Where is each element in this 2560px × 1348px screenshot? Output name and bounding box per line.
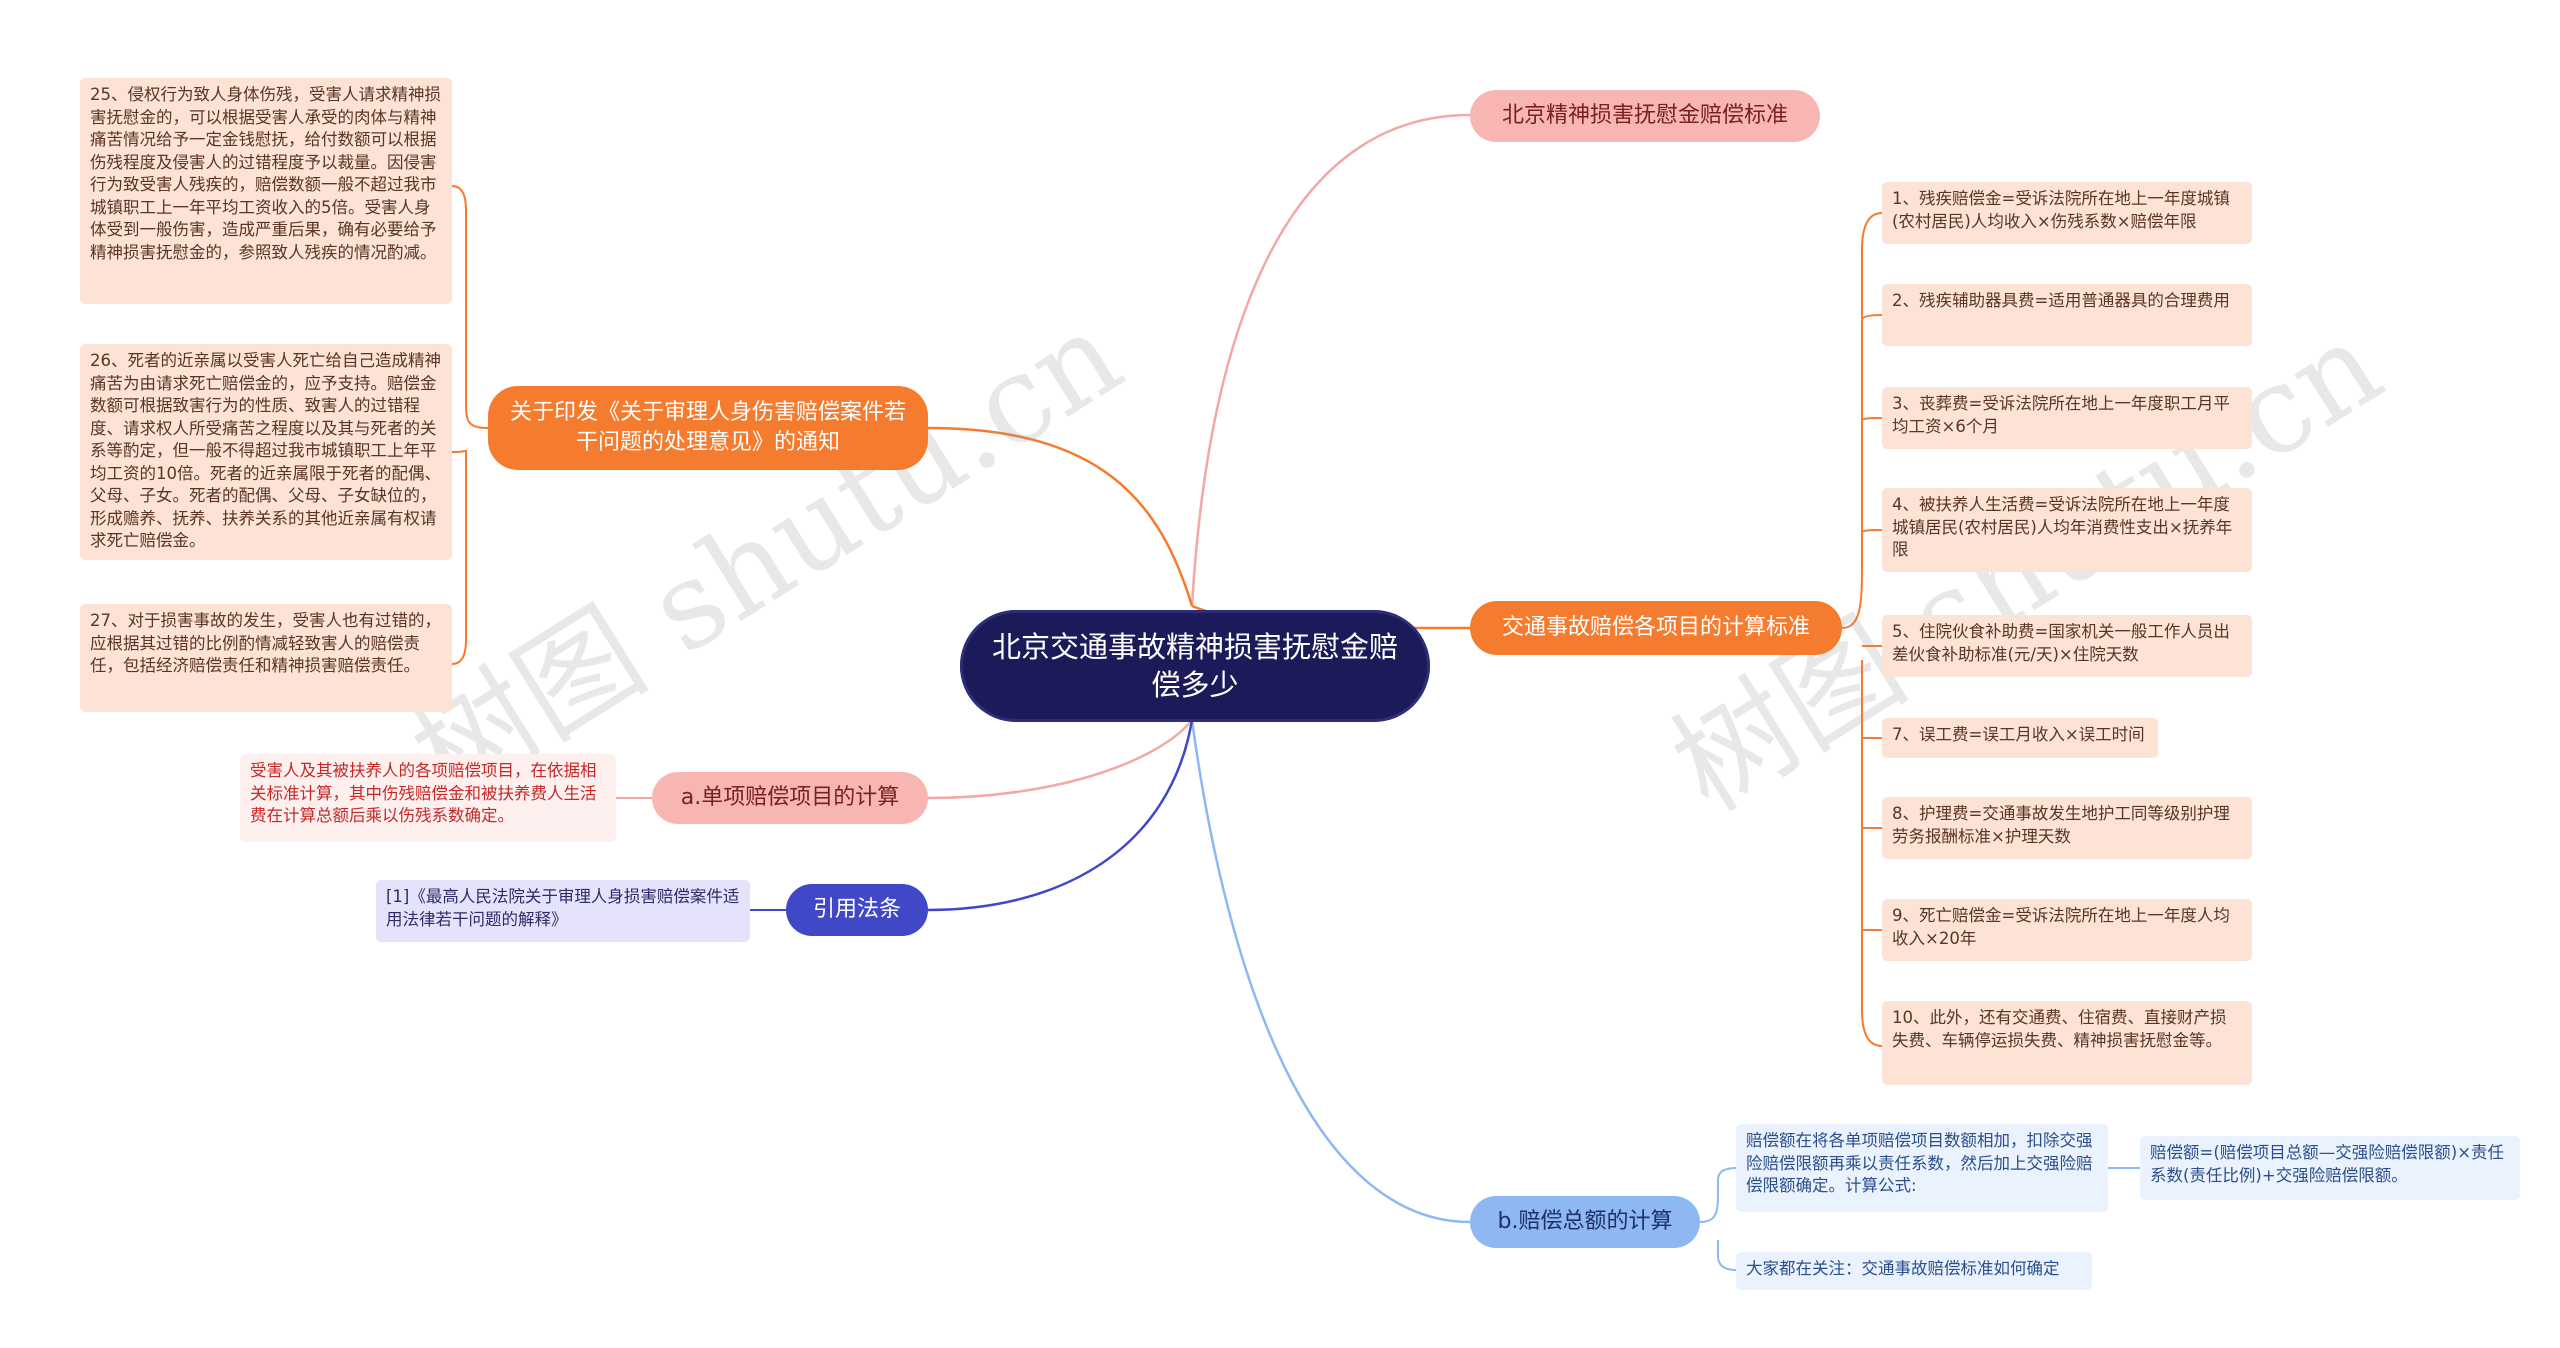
calc-item[interactable]: 9、死亡赔偿金=受诉法院所在地上一年度人均收入×20年: [1882, 899, 2252, 961]
link-center-citation: [927, 719, 1194, 912]
calc-item[interactable]: 3、丧葬费=受诉法院所在地上一年度职工月平均工资×6个月: [1882, 387, 2252, 449]
calc-item[interactable]: 10、此外，还有交通费、住宿费、直接财产损失费、车辆停运损失费、精神损害抚慰金等…: [1882, 1001, 2252, 1085]
single-calc-description[interactable]: 受害人及其被扶养人的各项赔偿项目，在依据相关标准计算，其中伤残赔偿金和被扶养费人…: [240, 754, 616, 842]
calc-item[interactable]: 5、住院伙食补助费=国家机关一般工作人员出差伙食补助标准(元/天)×住院天数: [1882, 615, 2252, 677]
branch-calc-standard[interactable]: 交通事故赔偿各项目的计算标准: [1470, 601, 1842, 655]
link-calc-bracket: [1841, 212, 1883, 1047]
branch-notice[interactable]: 关于印发《关于审理人身伤害赔偿案件若干问题的处理意见》的通知: [488, 386, 928, 470]
link-calc-i3: [1861, 417, 1883, 421]
link-notice-i26: [451, 449, 467, 453]
total-calc-formula[interactable]: 赔偿额=(赔偿项目总额—交强险赔偿限额)×责任系数(责任比例)+交强险赔偿限额。: [2140, 1136, 2520, 1200]
notice-item-27[interactable]: 27、对于损害事故的发生，受害人也有过错的，应根据其过错的比例酌情减轻致害人的赔…: [80, 604, 452, 712]
center-topic[interactable]: 北京交通事故精神损害抚慰金赔偿多少: [960, 610, 1430, 722]
link-calc-i4: [1861, 529, 1883, 533]
link-calc-i2: [1861, 314, 1883, 321]
link-center-standard: [1190, 113, 1471, 607]
notice-item-26[interactable]: 26、死者的近亲属以受害人死亡给自己造成精神痛苦为由请求死亡赔偿金的，应予支持。…: [80, 344, 452, 560]
calc-item[interactable]: 1、残疾赔偿金=受诉法院所在地上一年度城镇(农村居民)人均收入×伤残系数×赔偿年…: [1882, 182, 2252, 244]
branch-standard[interactable]: 北京精神损害抚慰金赔偿标准: [1470, 90, 1820, 142]
branch-total-calc[interactable]: b.赔偿总额的计算: [1470, 1196, 1700, 1248]
link-center-single: [927, 719, 1193, 800]
notice-item-25[interactable]: 25、侵权行为致人身体伤残，受害人请求精神损害抚慰金的，可以根据受害人承受的肉体…: [80, 78, 452, 304]
calc-item[interactable]: 2、残疾辅助器具费=适用普通器具的合理费用: [1882, 284, 2252, 346]
link-center-total: [1190, 719, 1471, 1224]
link-notice-bracket: [451, 185, 489, 665]
branch-citation[interactable]: 引用法条: [786, 884, 928, 936]
branch-single-calc[interactable]: a.单项赔偿项目的计算: [652, 772, 928, 824]
calc-item[interactable]: 4、被扶养人生活费=受诉法院所在地上一年度城镇居民(农村居民)人均年消费性支出×…: [1882, 488, 2252, 572]
calc-item[interactable]: 8、护理费=交通事故发生地护工同等级别护理劳务报酬标准×护理天数: [1882, 797, 2252, 859]
link-center-notice: [927, 426, 1194, 607]
related-topic-link[interactable]: 大家都在关注：交通事故赔偿标准如何确定: [1736, 1252, 2092, 1290]
total-calc-description[interactable]: 赔偿额在将各单项赔偿项目数额相加，扣除交强险赔偿限额再乘以责任系数，然后加上交强…: [1736, 1124, 2108, 1212]
link-total-bracket: [1699, 1167, 1737, 1271]
citation-item[interactable]: [1]《最高人民法院关于审理人身损害赔偿案件适用法律若干问题的解释》: [376, 880, 750, 942]
calc-item[interactable]: 7、误工费=误工月收入×误工时间: [1882, 718, 2158, 758]
